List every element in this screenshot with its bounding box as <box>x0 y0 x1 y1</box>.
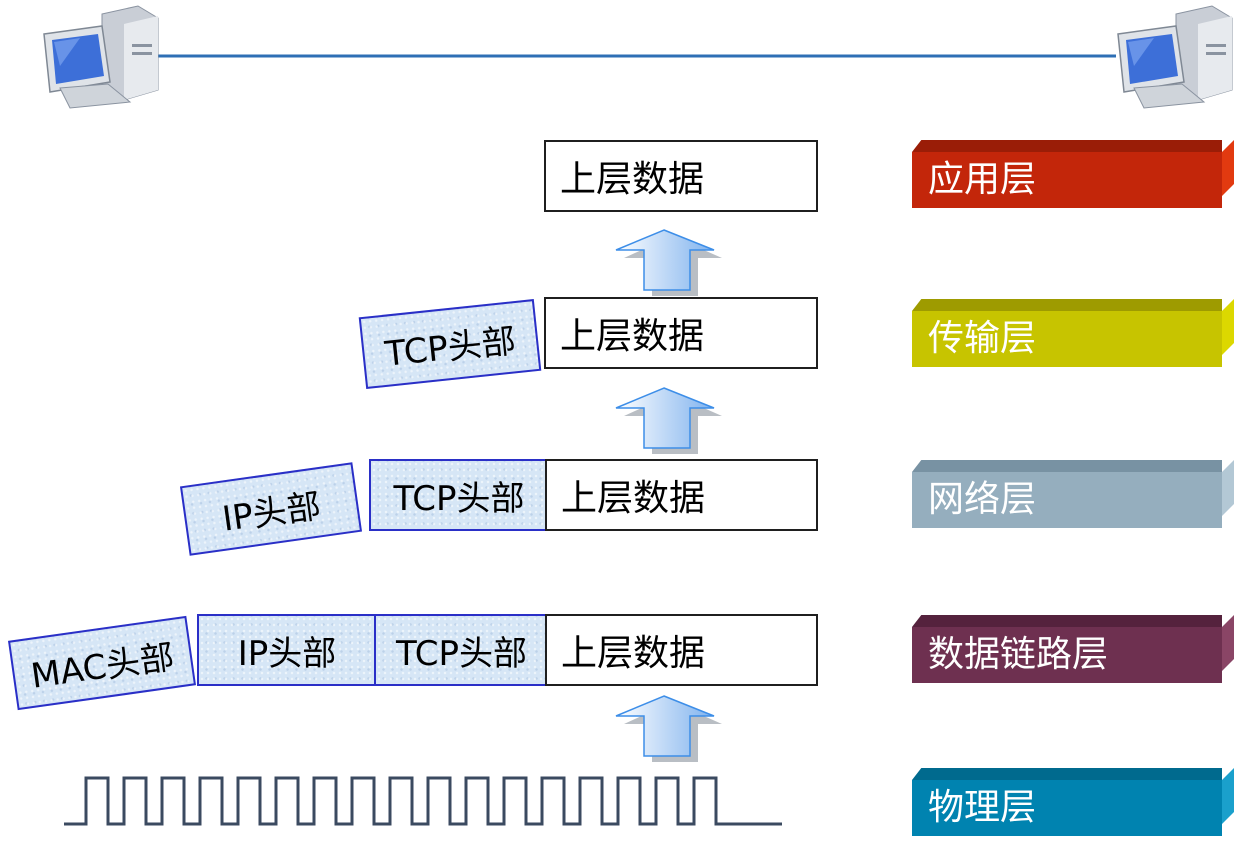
layer-label: 数据链路层 <box>928 634 1109 675</box>
layer-side-face <box>1222 140 1234 196</box>
up-arrow-2 <box>615 387 722 454</box>
layer-side-face <box>1222 615 1234 671</box>
tcp-header-tilted: TCP头部 <box>358 298 542 390</box>
up-arrow-3 <box>615 695 722 762</box>
layer-label: 应用层 <box>928 159 1037 200</box>
layer-application: 应用层 <box>912 140 1222 208</box>
layer-side-face <box>1222 460 1234 516</box>
mac-header-tilted: MAC头部 <box>8 615 196 711</box>
layer-label: 网络层 <box>928 479 1037 520</box>
layer-top-face <box>912 460 1222 472</box>
payload-box-transport: 上层数据 <box>544 297 818 369</box>
layer-side-face <box>1222 299 1234 355</box>
layer-transport: 传输层 <box>912 299 1222 367</box>
layer-label: 传输层 <box>928 318 1037 359</box>
layer-side-face <box>1222 768 1234 824</box>
tcp-header-network: TCP头部 <box>369 459 549 531</box>
computer-right-icon <box>1117 5 1233 109</box>
computer-left-icon <box>43 5 159 109</box>
ip-header-datalink: IP头部 <box>197 614 377 686</box>
payload-box-application: 上层数据 <box>544 140 818 212</box>
network-link-line <box>158 54 1116 58</box>
payload-box-datalink: 上层数据 <box>545 614 818 686</box>
layer-top-face <box>912 768 1222 780</box>
ip-header-tilted: IP头部 <box>179 462 363 556</box>
up-arrow-1 <box>615 229 722 296</box>
layer-label: 物理层 <box>928 787 1037 828</box>
payload-box-network: 上层数据 <box>545 459 818 531</box>
layer-datalink: 数据链路层 <box>912 615 1222 683</box>
layer-top-face <box>912 299 1222 311</box>
layer-top-face <box>912 140 1222 152</box>
layer-physical: 物理层 <box>912 768 1222 836</box>
layer-top-face <box>912 615 1222 627</box>
tcp-header-datalink: TCP头部 <box>374 614 549 686</box>
layer-network: 网络层 <box>912 460 1222 528</box>
physical-signal-waveform <box>64 776 782 826</box>
